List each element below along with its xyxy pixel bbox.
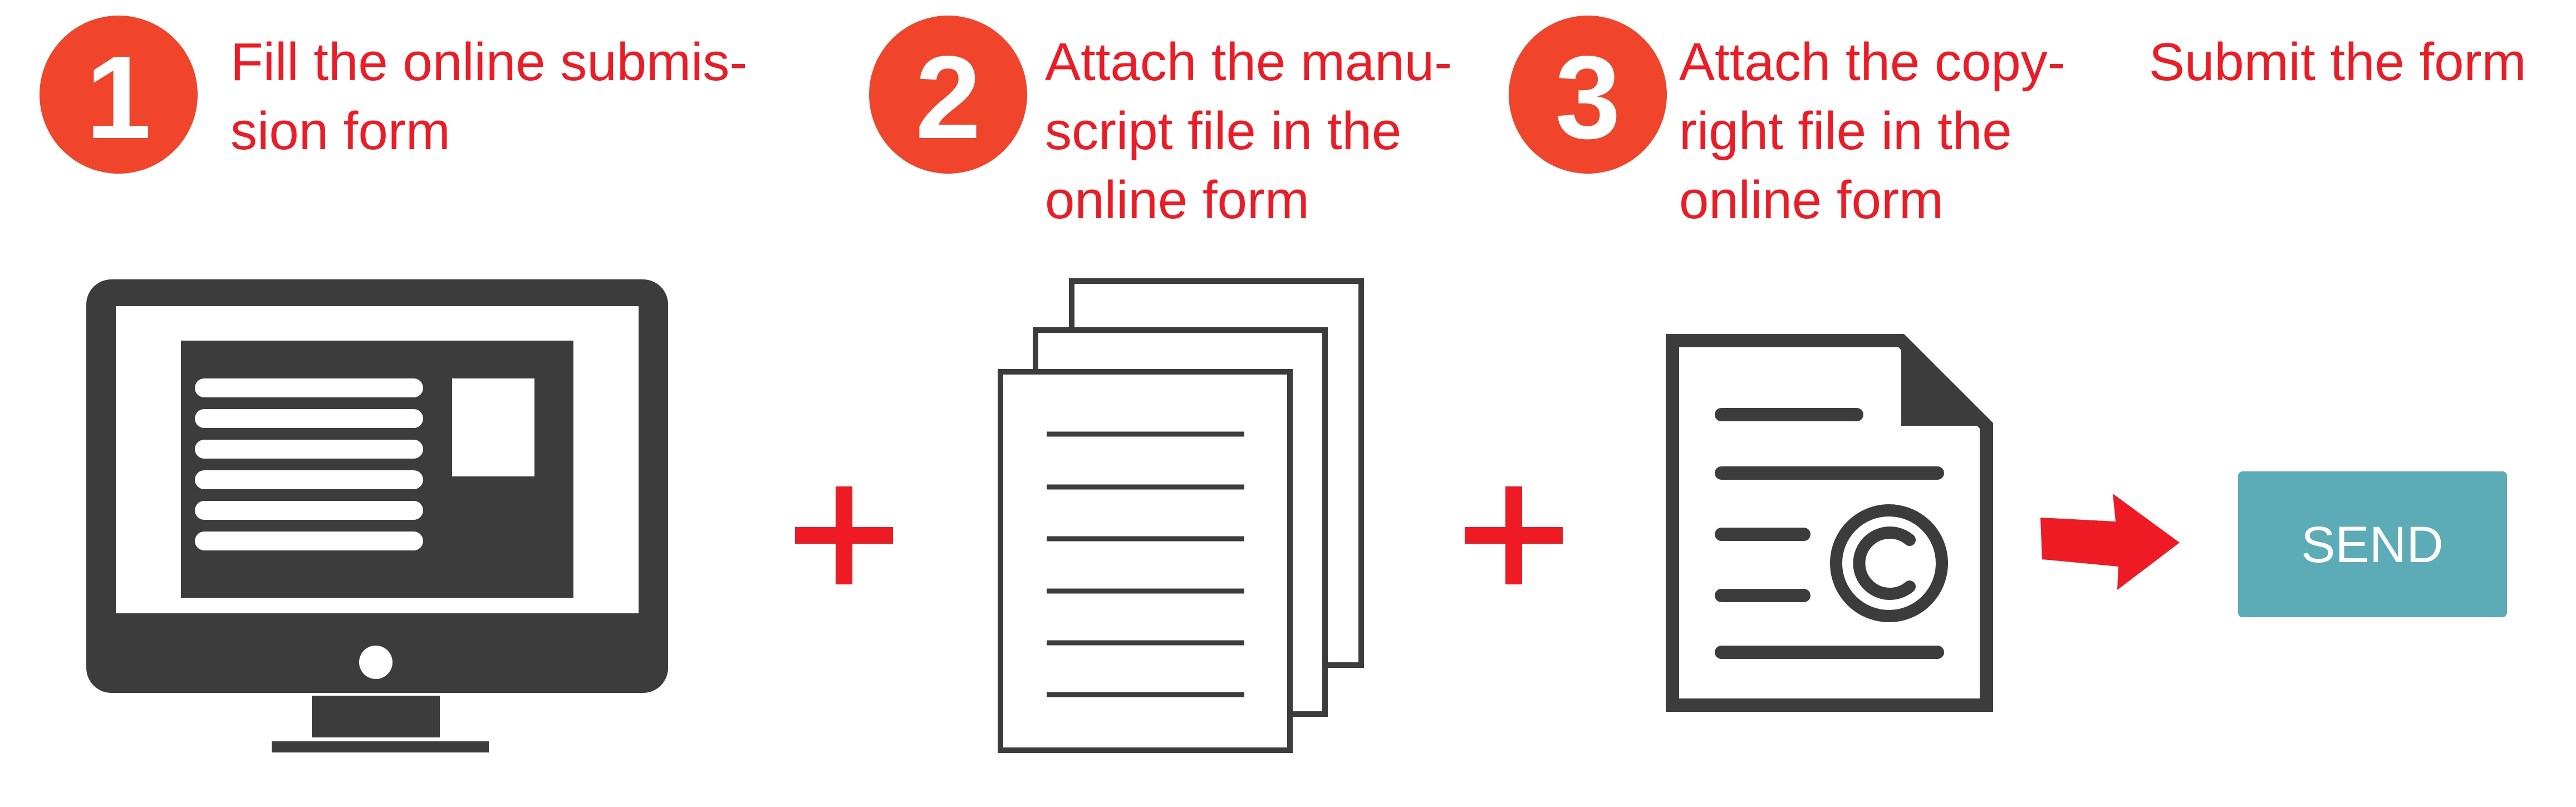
step-2-label-line-1: Attach the manu- xyxy=(1045,32,1453,92)
copyright-file-icon xyxy=(1666,334,1993,712)
step-1-badge: 1 xyxy=(40,16,198,174)
monitor-icon xyxy=(86,279,668,752)
step-3-label-line-3: online form xyxy=(1679,170,1944,230)
step-4-label-line-1: Submit the form xyxy=(2149,32,2526,92)
step-2-label-line-3: online form xyxy=(1045,170,1309,230)
step-1-label: Fill the online submis- sion form xyxy=(230,28,747,166)
step-3-label-line-1: Attach the copy- xyxy=(1679,32,2065,92)
step-2-number: 2 xyxy=(915,31,981,163)
arrow-right-icon xyxy=(2040,494,2180,590)
step-1-label-line-1: Fill the online submis- xyxy=(230,32,748,92)
step-1-label-line-2: sion form xyxy=(230,101,450,161)
step-3-number: 3 xyxy=(1555,31,1621,163)
step-2-badge: 2 xyxy=(869,16,1027,174)
step-3-label-line-2: right file in the xyxy=(1679,101,2012,161)
step-2-label: Attach the manu- script file in the onli… xyxy=(1045,28,1452,235)
plus-icon xyxy=(1465,486,1563,584)
step-2-label-line-2: script file in the xyxy=(1045,101,1402,161)
documents-stack-icon xyxy=(998,278,1364,753)
step-3-label: Attach the copy- right file in the onlin… xyxy=(1679,28,2065,235)
send-button[interactable]: SEND xyxy=(2238,471,2507,617)
plus-icon xyxy=(795,486,893,584)
send-button-label: SEND xyxy=(2301,516,2443,573)
step-1-number: 1 xyxy=(86,31,151,163)
step-4-label: Submit the form xyxy=(2149,28,2526,97)
step-3-badge: 3 xyxy=(1509,16,1667,174)
